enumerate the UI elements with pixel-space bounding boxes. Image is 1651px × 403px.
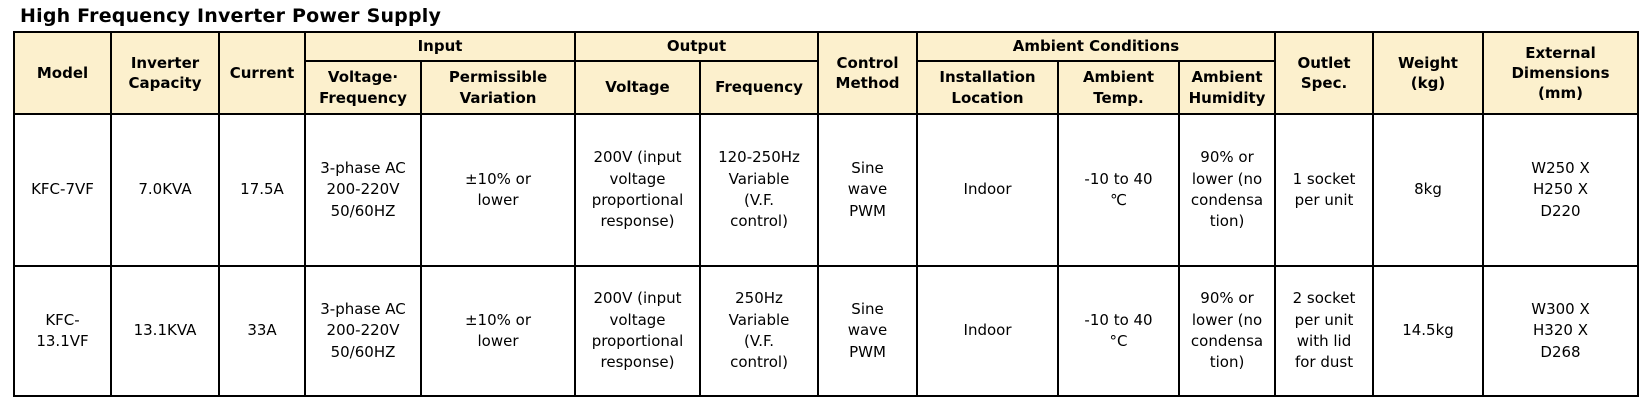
input-voltage-frequency-cell: 3-phase AC 200-220V 50/60HZ <box>304 265 422 397</box>
inverter-spec-table: Model Inverter Capacity Current Input Ou… <box>13 31 1640 397</box>
table-header: Model Inverter Capacity Current Input Ou… <box>13 31 1640 115</box>
voltage-frequency-header: Voltage· Frequency <box>304 60 422 115</box>
permissible-variation-header: Permissible Variation <box>419 60 577 115</box>
model-cell: KFC- 13.1VF <box>13 265 112 397</box>
input-group-header: Input <box>303 31 577 62</box>
output-voltage-cell: 200V (input voltage proportional respons… <box>574 113 702 267</box>
ambient-temp-cell: -10 to 40 °C <box>1057 265 1181 397</box>
weight-cell: 8kg <box>1372 113 1485 267</box>
input-voltage-frequency-cell: 3-phase AC 200-220V 50/60HZ <box>304 113 422 267</box>
output-voltage-cell: 200V (input voltage proportional respons… <box>574 265 702 397</box>
output-group-header: Output <box>574 31 820 62</box>
header-sub-row: Voltage· Frequency Permissible Variation… <box>14 60 1638 115</box>
inverter-capacity-cell: 7.0KVA <box>110 113 220 267</box>
outlet-spec-header: Outlet Spec. <box>1274 31 1375 115</box>
inverter-capacity-header: Inverter Capacity <box>110 31 220 115</box>
current-header: Current <box>218 31 306 115</box>
control-method-header: Control Method <box>817 31 919 115</box>
output-voltage-header: Voltage <box>574 60 702 115</box>
installation-location-cell: Indoor <box>916 265 1060 397</box>
outlet-spec-cell: 1 socket per unit <box>1274 113 1375 267</box>
permissible-variation-cell: ±10% or lower <box>419 265 577 397</box>
ambient-temp-cell: -10 to 40 ℃ <box>1057 113 1181 267</box>
model-header: Model <box>13 31 112 115</box>
ambient-conditions-group-header: Ambient Conditions <box>916 31 1277 62</box>
page-title: High Frequency Inverter Power Supply <box>20 5 442 27</box>
ambient-humidity-cell: 90% or lower (no condensa tion) <box>1178 265 1277 397</box>
control-method-cell: Sine wave PWM <box>817 113 919 267</box>
ambient-humidity-cell: 90% or lower (no condensa tion) <box>1178 113 1277 267</box>
current-cell: 33A <box>218 265 306 397</box>
external-dimensions-header: External Dimensions (mm) <box>1482 31 1640 115</box>
installation-location-header: Installation Location <box>916 60 1060 115</box>
external-dimensions-cell: W300 X H320 X D268 <box>1482 265 1640 397</box>
header-group-row: Model Inverter Capacity Current Input Ou… <box>13 31 1640 115</box>
outlet-spec-cell: 2 socket per unit with lid for dust <box>1274 265 1375 397</box>
ambient-humidity-header: Ambient Humidity <box>1178 60 1277 115</box>
control-method-cell: Sine wave PWM <box>817 265 919 397</box>
external-dimensions-cell: W250 X H250 X D220 <box>1482 113 1640 267</box>
model-cell: KFC-7VF <box>13 113 112 267</box>
weight-header: Weight (kg) <box>1372 31 1485 115</box>
installation-location-cell: Indoor <box>916 113 1060 267</box>
weight-cell: 14.5kg <box>1372 265 1485 397</box>
permissible-variation-cell: ±10% or lower <box>419 113 577 267</box>
inverter-capacity-cell: 13.1KVA <box>110 265 220 397</box>
table-row: KFC- 13.1VF 13.1KVA 33A 3-phase AC 200-2… <box>13 265 1640 397</box>
output-frequency-header: Frequency <box>699 60 820 115</box>
output-frequency-cell: 120-250Hz Variable (V.F. control) <box>699 113 820 267</box>
ambient-temp-header: Ambient Temp. <box>1057 60 1181 115</box>
output-frequency-cell: 250Hz Variable (V.F. control) <box>699 265 820 397</box>
table-row: KFC-7VF 7.0KVA 17.5A 3-phase AC 200-220V… <box>13 113 1640 267</box>
table-body: KFC-7VF 7.0KVA 17.5A 3-phase AC 200-220V… <box>13 113 1640 397</box>
current-cell: 17.5A <box>218 113 306 267</box>
